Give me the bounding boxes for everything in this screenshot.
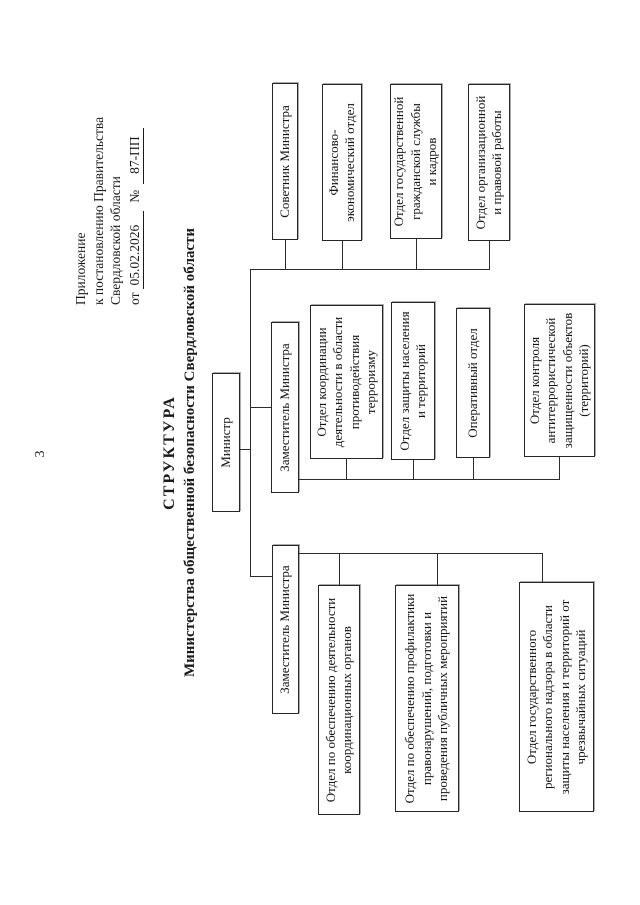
connector-stub-deputy-middle — [250, 407, 271, 408]
connector-trunk — [250, 269, 251, 577]
structure-subtitle: Министерства общественной безопасности С… — [182, 227, 198, 678]
appendix-line-2: к постановлению Правительства — [90, 116, 106, 305]
org-node-operative-dept: Оперативный отдел — [456, 308, 490, 458]
org-node-deputy-minister-middle: Заместитель Министра — [271, 322, 299, 493]
org-node-regional-supervision-dept: Отдел государственного регионального над… — [519, 582, 594, 812]
connector-rail-middle — [299, 479, 560, 480]
title-block: СТРУКТУРА Министерства общественной безо… — [161, 0, 199, 905]
org-node-protection-dept: Отдел защиты населения и территорий — [391, 302, 435, 460]
org-node-coord-bodies-dept: Отдел по обеспечению деятельности коорди… — [318, 585, 360, 815]
connector-rail-right — [250, 269, 490, 270]
org-node-civil-service-dept: Отдел государственной гражданской службы… — [390, 84, 442, 239]
org-node-advisor: Советник Министра — [272, 83, 298, 240]
appendix-date-line: от 05.02.2026 № 87-ПП — [125, 75, 144, 305]
appendix-line-3: Свердловской области — [108, 176, 123, 305]
appendix-line-1: Приложение — [73, 232, 88, 305]
connector-stub-deputy-left — [250, 576, 272, 577]
connector-stub-antiterror-control — [559, 457, 560, 480]
connector-stub-regional-supervision — [542, 554, 543, 582]
org-node-deputy-minister-left: Заместитель Министра — [272, 545, 299, 714]
connector-stub-civil-service — [416, 239, 417, 270]
connector-stub-org-legal — [489, 241, 490, 270]
org-node-antiterror-control-dept: Отдел контроля антитеррористической защи… — [524, 304, 595, 457]
connector-rail-left — [299, 553, 543, 554]
decree-number: 87-ПП — [125, 128, 144, 184]
org-node-minister: Министр — [212, 373, 240, 512]
decree-date: 05.02.2026 — [125, 210, 144, 289]
connector-stub-coord-terror — [346, 459, 347, 480]
connector-stub-finance — [342, 241, 343, 270]
org-node-coord-terror-dept: Отдел координации деятельности в области… — [310, 305, 383, 459]
structure-title: СТРУКТУРА — [161, 395, 178, 510]
org-node-prevention-dept: Отдел по обеспечению профилактики правон… — [395, 585, 459, 812]
from-label: от — [126, 292, 142, 305]
connector-minister-stub — [240, 449, 250, 450]
page-number: 3 — [33, 450, 48, 458]
number-sign: № — [126, 189, 142, 203]
connector-stub-prevention — [437, 554, 438, 585]
connector-stub-advisor — [285, 240, 286, 270]
appendix-header: Приложение к постановлению Правительства… — [72, 75, 144, 305]
connector-stub-coord-bodies — [339, 554, 340, 585]
org-node-finance-dept: Финансово- экономический отдел — [322, 84, 362, 241]
connector-stub-protection — [413, 460, 414, 480]
org-node-org-legal-dept: Отдел организационной и правовой работы — [468, 84, 510, 241]
connector-stub-operative — [473, 458, 474, 480]
